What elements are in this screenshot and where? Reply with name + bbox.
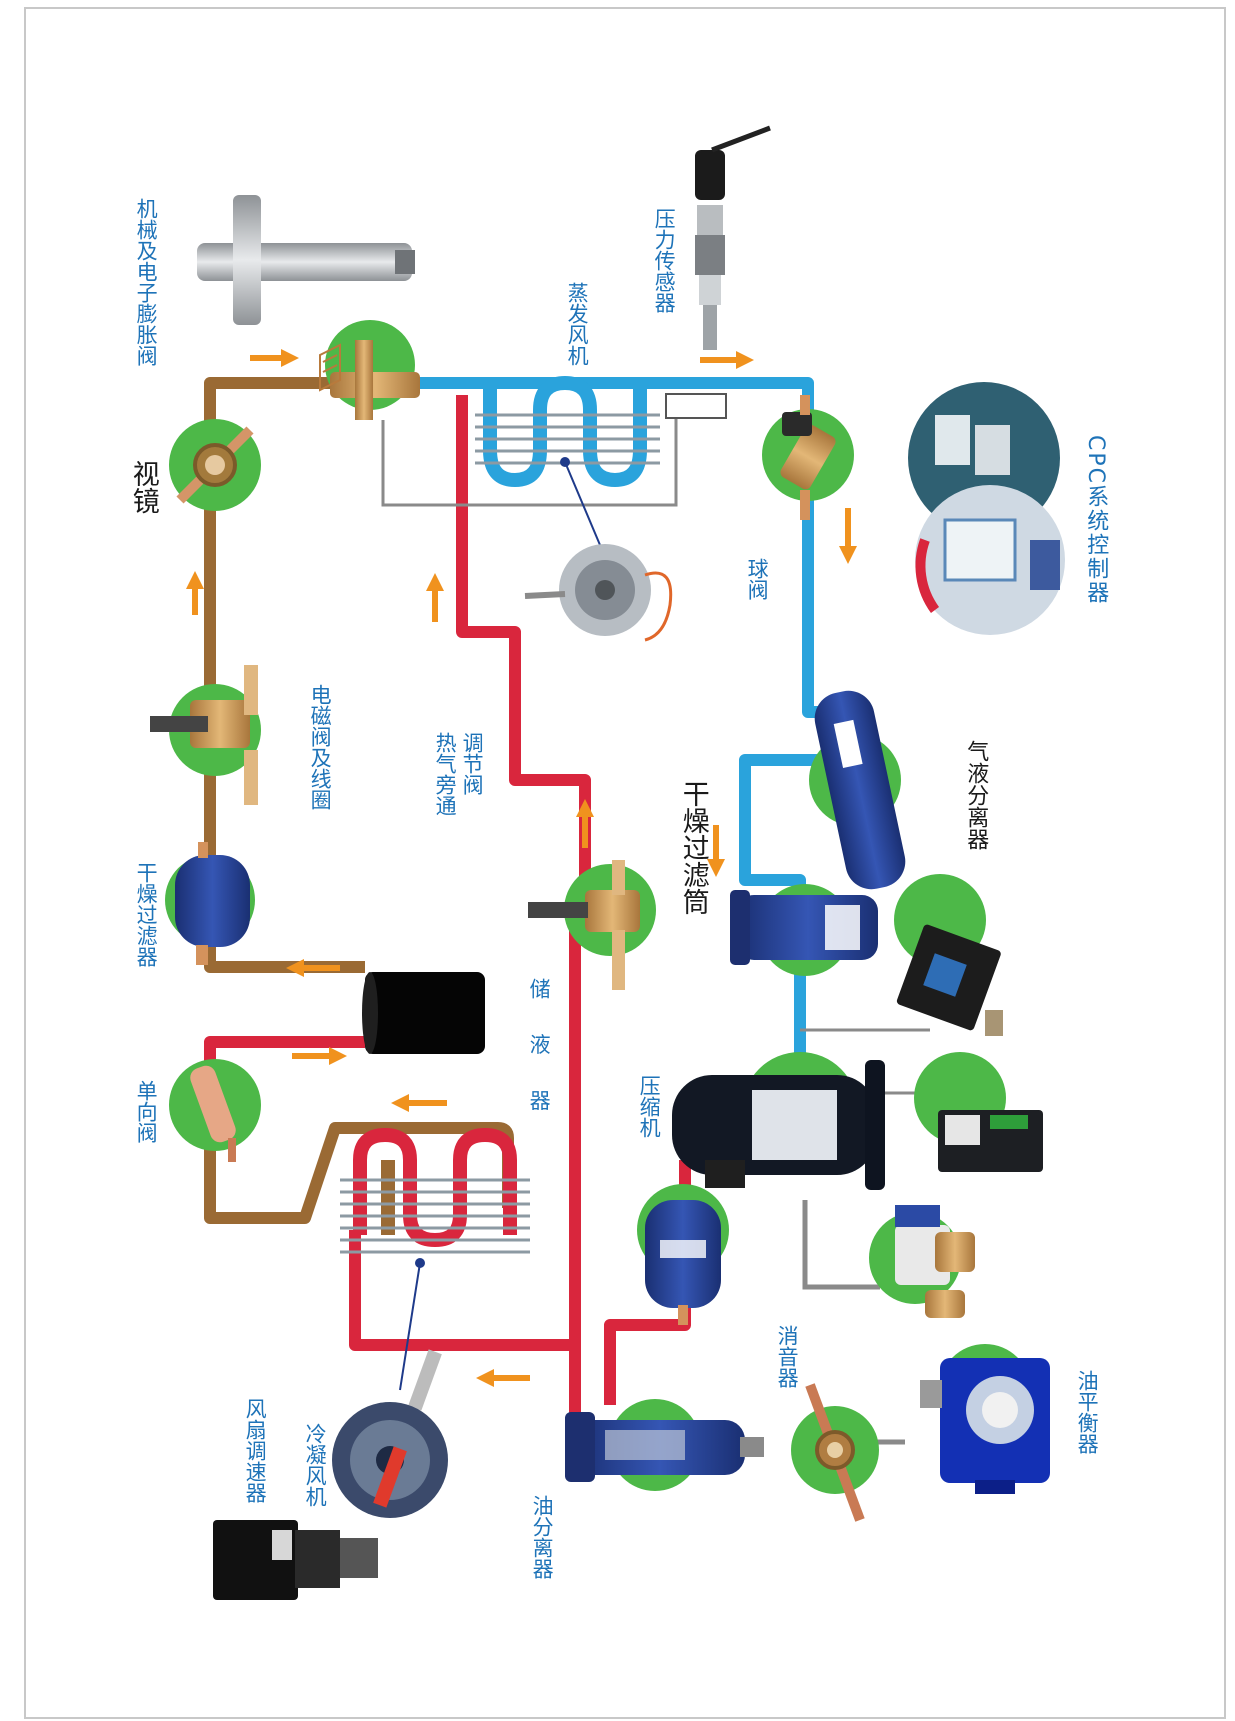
label-expansion-valve: 机械及电子膨胀阀 bbox=[134, 198, 159, 366]
label-condenser-fan: 冷凝风机 bbox=[303, 1423, 328, 1507]
label-evaporator-fan: 蒸发风机 bbox=[565, 282, 590, 366]
label-oil-separator: 油分离器 bbox=[530, 1495, 555, 1579]
label-oil-balancer: 油平衡器 bbox=[1075, 1370, 1100, 1454]
label-receiver: 储 液 器 bbox=[527, 978, 552, 1125]
filter-drier-icon bbox=[175, 842, 250, 965]
oil-level-valve-icon bbox=[895, 1205, 975, 1318]
label-hot-gas-bypass-line2: 调节阀 bbox=[460, 732, 485, 795]
receiver-icon bbox=[362, 972, 485, 1054]
label-solenoid-valve: 电磁阀及线圈 bbox=[308, 684, 333, 810]
expansion-valve-icon bbox=[197, 195, 415, 325]
label-pressure-sensor: 压力传感器 bbox=[652, 208, 677, 313]
pressure-sensor-icon bbox=[695, 125, 771, 350]
cpc-controller-icon bbox=[908, 382, 1065, 635]
condenser-fan-icon bbox=[332, 1349, 448, 1518]
flow-arrows bbox=[186, 349, 857, 1387]
muffler-icon bbox=[645, 1200, 721, 1325]
condenser-inlet-pipe bbox=[349, 1230, 575, 1351]
label-fan-speed-controller: 风扇调速器 bbox=[243, 1398, 268, 1503]
label-filter-drier: 干燥过滤器 bbox=[134, 862, 159, 967]
oil-balancer-icon bbox=[920, 1358, 1050, 1494]
evaporator-coil-icon bbox=[475, 375, 727, 546]
oil-sight-glass-icon bbox=[805, 1383, 865, 1522]
ball-valve-icon bbox=[780, 395, 836, 520]
evaporator-fan-motor-icon bbox=[524, 544, 673, 642]
label-hot-gas-bypass-line1: 热气旁通 bbox=[433, 732, 458, 816]
label-suction-filter: 干燥过滤筒 bbox=[677, 780, 709, 915]
label-check-valve: 单向阀 bbox=[134, 1080, 159, 1143]
controller-module-icon bbox=[896, 924, 1003, 1036]
sight-glass-icon bbox=[176, 426, 254, 504]
suction-filter-icon bbox=[730, 890, 878, 965]
compressor-module-icon bbox=[938, 1110, 1043, 1172]
oil-line bbox=[802, 1200, 880, 1290]
label-cpc-controller: CPC系统控制器 bbox=[1083, 435, 1109, 605]
check-valve-icon bbox=[190, 1065, 236, 1162]
solenoid-valve-icon bbox=[150, 665, 258, 805]
label-gas-liquid-separator: 气液分离器 bbox=[963, 740, 989, 850]
condenser-coil-icon bbox=[340, 1127, 530, 1391]
label-muffler: 消音器 bbox=[775, 1325, 800, 1388]
discharge-line-pipe bbox=[456, 395, 591, 1447]
compressor-icon bbox=[672, 1060, 885, 1190]
sensor-line bbox=[381, 402, 678, 507]
page-border bbox=[24, 7, 1226, 1719]
label-compressor: 压缩机 bbox=[637, 1075, 662, 1138]
label-sight-glass: 视镜 bbox=[127, 460, 159, 514]
label-ball-valve: 球阀 bbox=[745, 558, 770, 600]
fan-speed-controller-icon bbox=[213, 1520, 378, 1600]
gas-liquid-separator-icon bbox=[814, 690, 906, 890]
expansion-valve-on-line-icon bbox=[319, 340, 420, 420]
oil-separator-icon bbox=[565, 1412, 764, 1482]
hot-gas-bypass-valve-icon bbox=[528, 860, 640, 990]
